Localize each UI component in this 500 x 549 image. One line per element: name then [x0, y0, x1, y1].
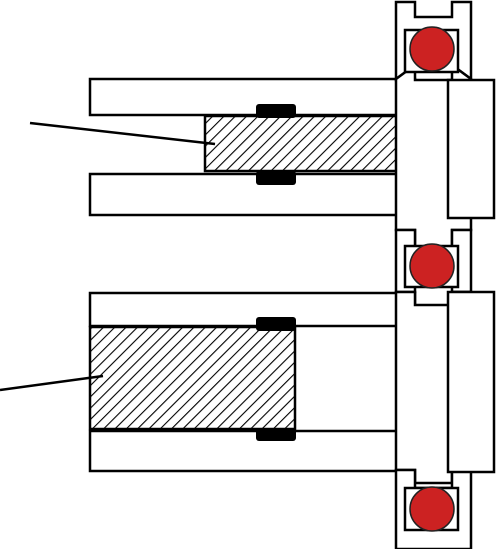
upper-leader-line [29, 121, 216, 146]
seal-lower-bottom [256, 428, 296, 441]
seal-upper-top [256, 104, 296, 118]
lower-hatched-block [88, 325, 297, 431]
lower-guide-plate [446, 290, 496, 474]
guide-plates [446, 78, 496, 474]
lower-leader-line [0, 374, 104, 392]
rollers [409, 26, 455, 532]
upper-hatched-block [203, 114, 412, 173]
upper-guide-plate [446, 78, 496, 220]
plates [88, 77, 417, 473]
upper-bottom-plate [88, 172, 417, 217]
seal-upper-bottom [256, 171, 296, 185]
upper-top-plate [88, 77, 417, 117]
hatched-blocks [88, 114, 412, 431]
roller-bottom [409, 486, 455, 532]
leader-lines [0, 121, 216, 392]
lower-bottom-plate [88, 429, 417, 473]
lower-top-plate [88, 291, 417, 328]
roller-middle [409, 243, 455, 289]
roller-top [409, 26, 455, 72]
